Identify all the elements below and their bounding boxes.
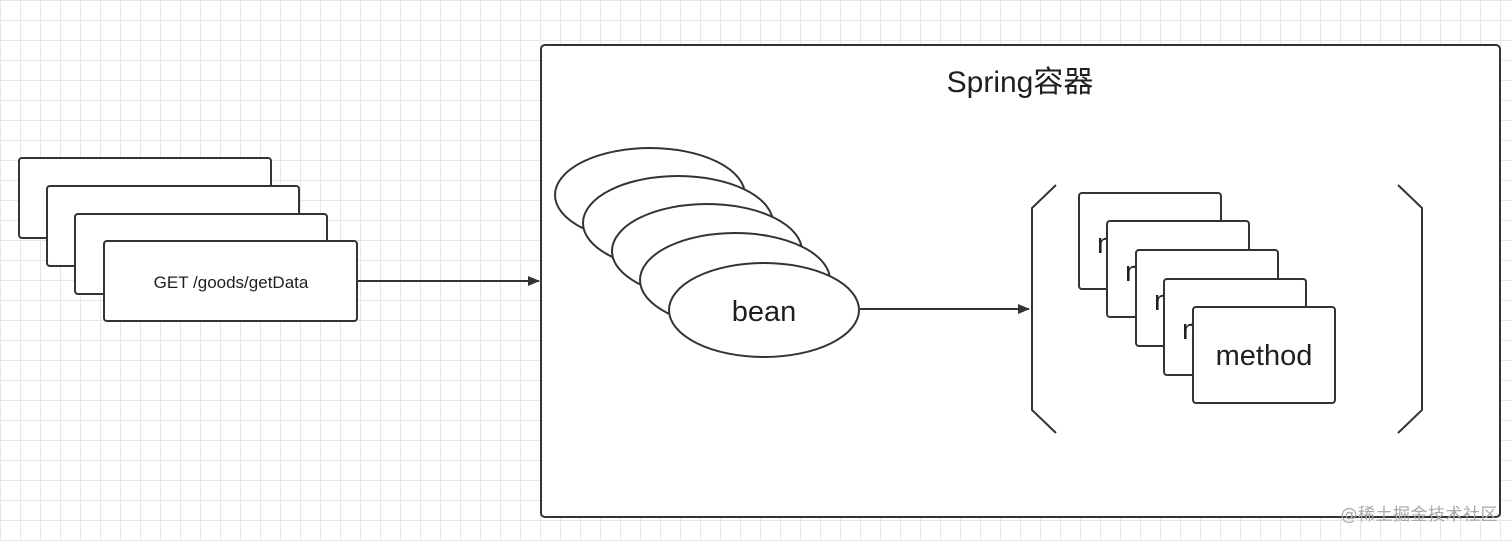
right-bracket: [1397, 184, 1423, 434]
left-bracket: [1031, 184, 1057, 434]
request-label: GET /goods/getData: [154, 273, 309, 292]
method-stack: n n n n method: [1078, 192, 1336, 404]
request-card-front: [103, 240, 358, 322]
bean-ellipse-front: [668, 262, 860, 358]
watermark: @稀土掘金技术社区: [1340, 505, 1498, 525]
bean-stack: bean: [554, 147, 860, 358]
bean-label: bean: [732, 296, 797, 328]
request-stack: GET /goods/getData: [18, 157, 358, 322]
method-label: method: [1216, 340, 1313, 372]
method-card-front: [1192, 306, 1336, 404]
container-title: Spring容器: [947, 66, 1094, 99]
